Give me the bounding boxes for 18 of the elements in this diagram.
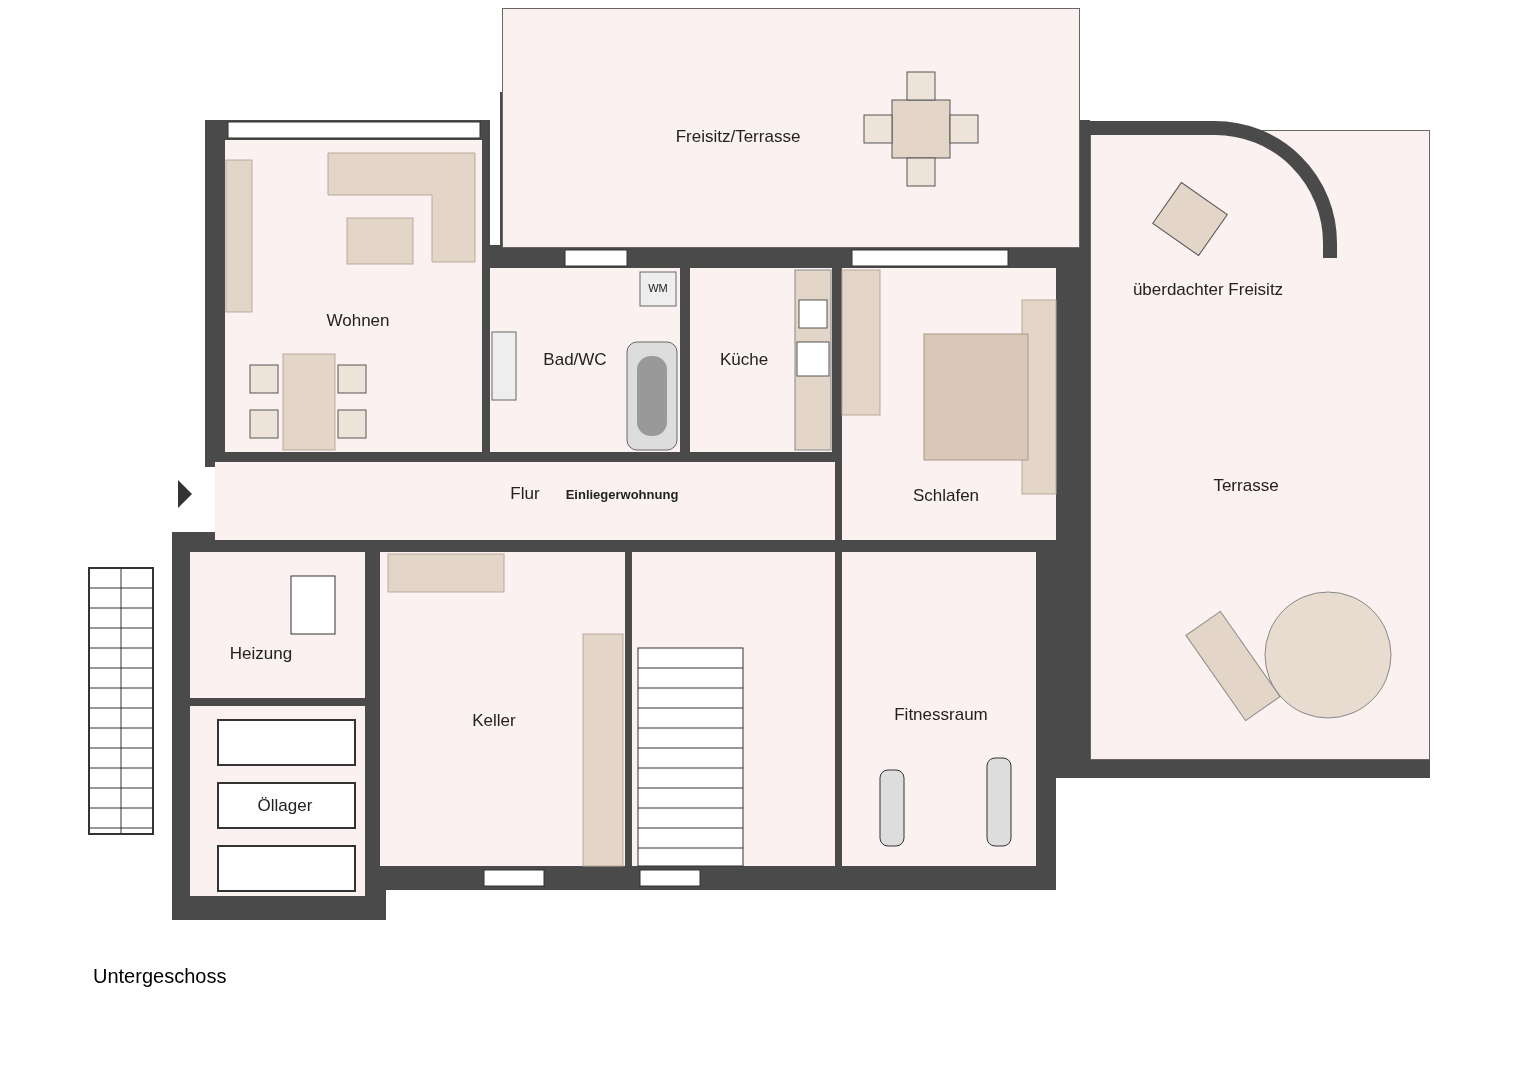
room-label: überdachter Freisitz — [1132, 280, 1284, 300]
room-label: Küche — [719, 350, 769, 370]
area-label: Einliegerwohnung — [565, 486, 679, 502]
room-label: Keller — [472, 711, 516, 731]
room-label: Bad/WC — [543, 350, 607, 370]
caption: Untergeschoss — [93, 965, 227, 988]
room-label: Heizung — [229, 644, 293, 664]
room-label: Schlafen — [912, 486, 980, 506]
room-label: Wohnen — [326, 311, 390, 331]
appliance-label: WM — [648, 282, 668, 294]
room-label: Terrasse — [1213, 476, 1279, 496]
room-label: Öllager — [257, 796, 313, 816]
room-label: Flur — [510, 484, 540, 504]
room-label: Freisitz/Terrasse — [675, 127, 801, 147]
hallway-floor — [215, 462, 835, 540]
room-label: Fitnessraum — [894, 705, 988, 725]
room-floor — [842, 552, 1036, 866]
terrace-floor — [502, 8, 1080, 248]
